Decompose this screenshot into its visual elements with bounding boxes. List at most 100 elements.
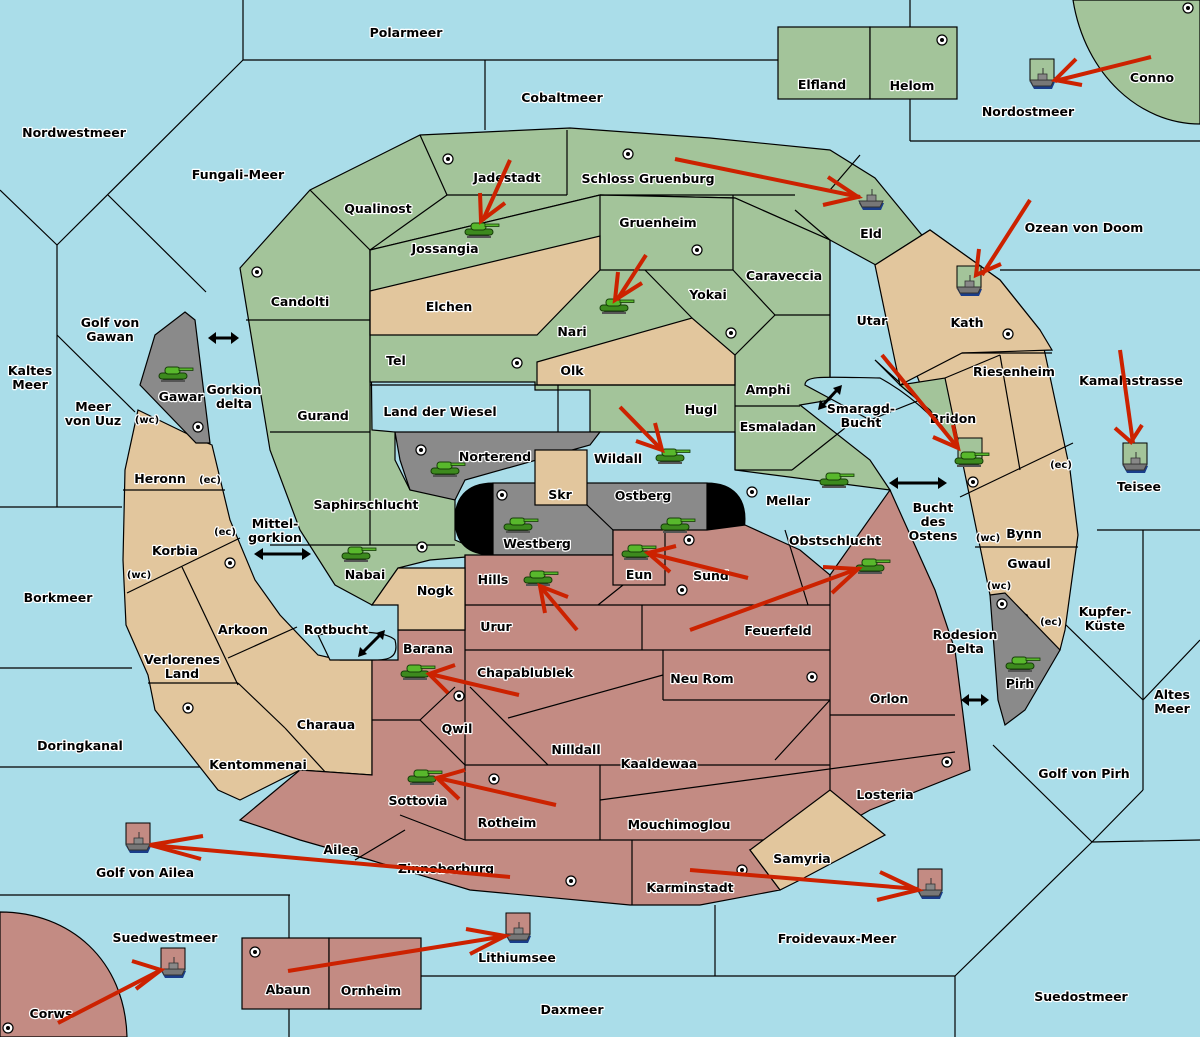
label-wildall: Wildall	[594, 451, 642, 466]
order-arrow	[612, 253, 648, 304]
label-charaua: Charaua	[297, 717, 355, 732]
label-utar: Utar	[857, 313, 889, 328]
order-arrows	[57, 55, 1152, 1025]
label-heronn: Heronn	[134, 471, 186, 486]
label-pirh: Pirh	[1006, 676, 1035, 691]
region-samyria[interactable]	[749, 789, 887, 891]
label-olk: Olk	[560, 363, 584, 378]
region-skr[interactable]	[534, 449, 588, 506]
label-ornheim: Ornheim	[341, 983, 401, 998]
label-gurand: Gurand	[297, 408, 349, 423]
label-skr: Skr	[548, 487, 572, 502]
label-gwaul: Gwaul	[1007, 556, 1050, 571]
label-verlorenes-1: Verlorenes	[144, 652, 220, 667]
label-helom: Helom	[890, 78, 935, 93]
label-coast-ec-korbia: (ec)	[214, 527, 236, 538]
label-golfailea: Golf von Ailea	[96, 865, 194, 880]
order-arrow	[618, 405, 665, 454]
label-korbia: Korbia	[152, 543, 198, 558]
label-gawar: Gawar	[159, 389, 205, 404]
label-barana: Barana	[403, 641, 453, 656]
label-schloss: Schloss Gruenburg	[581, 171, 714, 186]
label-coast-wc-gawar: (wc)	[135, 415, 159, 426]
label-nari: Nari	[557, 324, 586, 339]
label-sottovia: Sottovia	[389, 793, 448, 808]
label-altes-1: Altes	[1154, 687, 1190, 702]
order-arrow	[1050, 55, 1152, 87]
label-ozean: Ozean von Doom	[1025, 220, 1144, 235]
label-landwiesel: Land der Wiesel	[383, 404, 496, 419]
double-arrow-icon	[889, 477, 947, 489]
order-arrow	[643, 544, 749, 580]
order-arrow	[287, 927, 512, 973]
order-arrow	[425, 663, 520, 697]
region-nogk[interactable]	[370, 567, 466, 631]
label-froidevaux: Froidevaux-Meer	[778, 931, 897, 946]
label-ailea: Ailea	[323, 842, 358, 857]
label-mittel-1: Mittel-	[252, 516, 299, 531]
label-nabai: Nabai	[345, 567, 386, 582]
label-candolti: Candolti	[271, 294, 330, 309]
label-rodesion-1: Rodesion	[933, 627, 998, 642]
label-jadestadt: Jadestadt	[472, 170, 540, 185]
impassable-west-cap	[454, 482, 494, 556]
label-bucht-2: des	[921, 514, 946, 529]
label-eun: Eun	[626, 567, 652, 582]
double-arrow-icon	[961, 694, 989, 706]
canal-arrows	[208, 332, 989, 706]
order-arrow	[149, 834, 511, 879]
label-gorkion-2: delta	[216, 396, 252, 411]
label-mellar: Mellar	[766, 493, 811, 508]
order-arrow	[880, 353, 961, 452]
label-kath: Kath	[951, 315, 984, 330]
order-arrow	[689, 868, 924, 902]
label-gorkion-1: Gorkion	[206, 382, 261, 397]
label-caraveccia: Caraveccia	[746, 268, 822, 283]
label-kaltes-1: Kaltes	[8, 363, 52, 378]
label-golfpirh: Golf von Pirh	[1038, 766, 1129, 781]
label-urur: Urur	[480, 619, 512, 634]
label-saphirschlucht: Saphirschlucht	[314, 497, 419, 512]
label-doringkanal: Doringkanal	[37, 738, 123, 753]
region-ornheim[interactable]	[328, 937, 422, 1010]
label-kupfer-1: Kupfer-	[1079, 604, 1132, 619]
region-elfland[interactable]	[777, 26, 871, 100]
label-mouchimoglou: Mouchimoglou	[628, 817, 731, 832]
double-arrow-icon	[358, 630, 385, 657]
label-abaun: Abaun	[266, 982, 311, 997]
double-arrow-icon	[254, 548, 311, 560]
label-conno: Conno	[1130, 70, 1175, 85]
label-gawan-2: Gawan	[86, 329, 134, 344]
label-eld: Eld	[860, 226, 882, 241]
label-fungali: Fungali-Meer	[192, 167, 285, 182]
label-coast-wc-bynn: (wc)	[976, 533, 1000, 544]
label-kupfer-2: Küste	[1085, 618, 1125, 633]
label-samyria: Samyria	[773, 851, 831, 866]
label-elfland: Elfland	[798, 77, 846, 92]
label-suedostmeer: Suedostmeer	[1034, 989, 1128, 1004]
label-kentommenai: Kentommenai	[209, 757, 307, 772]
order-arrow	[478, 159, 512, 225]
label-uuz-1: Meer	[75, 399, 111, 414]
region-norterend[interactable]	[394, 431, 602, 501]
label-coast-ec-bynn: (ec)	[1050, 460, 1072, 471]
label-losteria: Losteria	[856, 787, 913, 802]
label-gawan-1: Golf von	[81, 315, 140, 330]
region-kath[interactable]	[874, 229, 1054, 386]
label-esmaladan: Esmaladan	[740, 419, 816, 434]
label-nordostmeer: Nordostmeer	[982, 104, 1075, 119]
label-smaragd-2: Bucht	[841, 415, 882, 430]
double-arrow-icon	[818, 385, 842, 410]
label-neurom: Neu Rom	[670, 671, 733, 686]
label-qualinost: Qualinost	[344, 201, 411, 216]
label-gruenheim: Gruenheim	[619, 215, 696, 230]
label-arkoon: Arkoon	[218, 622, 268, 637]
order-arrow	[57, 959, 166, 1025]
label-nogk: Nogk	[417, 583, 454, 598]
label-nilldall: Nilldall	[551, 742, 600, 757]
label-feuerfeld: Feuerfeld	[744, 623, 811, 638]
label-ostberg: Ostberg	[615, 488, 672, 503]
label-amphi: Amphi	[746, 382, 791, 397]
